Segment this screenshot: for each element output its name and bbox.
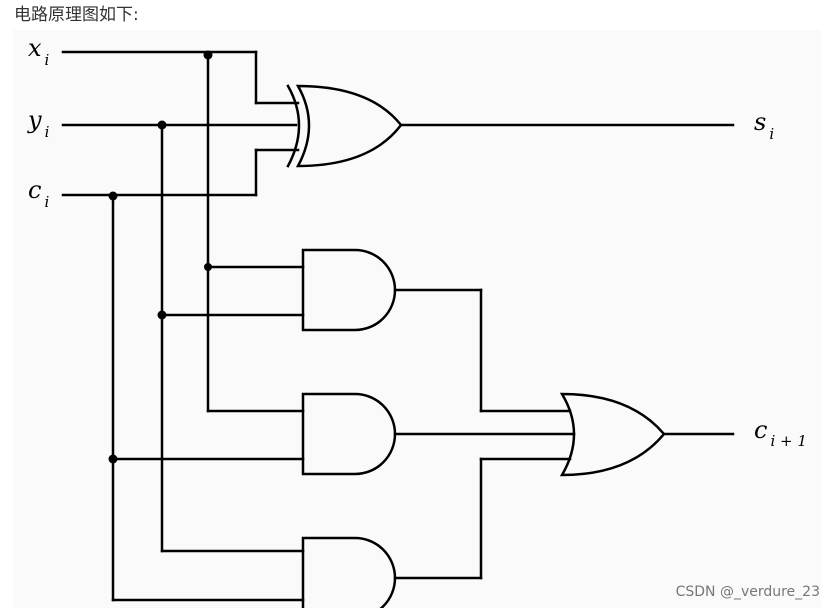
and-gate-3 (301, 536, 397, 612)
junction-c-and2 (108, 454, 118, 464)
watermark: CSDN @_verdure_23 (675, 584, 820, 600)
junction-y-and1 (157, 310, 167, 320)
xor-gate (295, 84, 403, 168)
junction-y (157, 120, 167, 130)
caption: 电路原理图如下: (14, 5, 139, 25)
or-gate (559, 392, 666, 477)
xor-gate-back-curve (286, 84, 301, 168)
and-gate-1 (301, 248, 397, 332)
and-gate-2 (301, 392, 397, 476)
junction-x (203, 50, 213, 60)
junction-c (108, 191, 118, 201)
junction-x-and1 (204, 263, 212, 271)
